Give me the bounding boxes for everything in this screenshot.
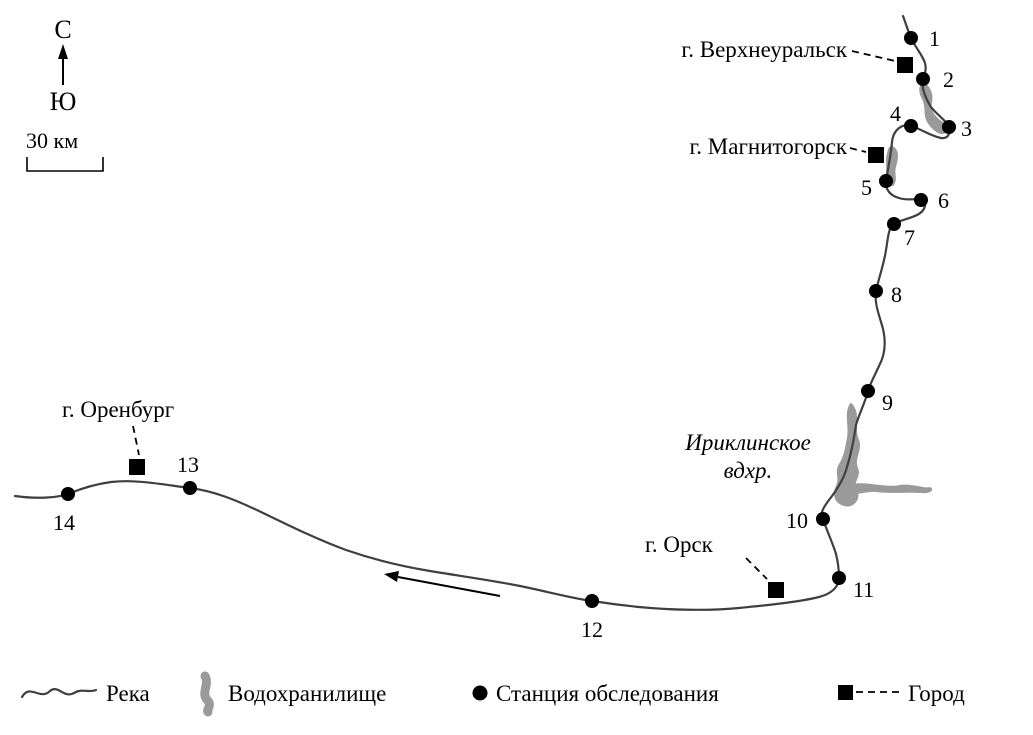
station-marker-14	[61, 487, 75, 501]
scale-bar-bracket	[26, 157, 104, 172]
station-marker-8	[869, 284, 883, 298]
station-label-3: 3	[961, 116, 972, 141]
flow-direction-arrow	[384, 571, 501, 597]
station-marker-13	[183, 481, 197, 495]
station-label-6: 6	[938, 188, 949, 213]
station-label-11: 11	[853, 577, 874, 602]
city-leader-magnitogorsk	[849, 147, 867, 153]
station-marker-7	[887, 217, 901, 231]
flow-arrow-head-icon	[384, 571, 399, 582]
stations: 1 2 3 4 5 6 7 8 9 10 11 12 13 14	[53, 26, 972, 642]
station-marker-9	[861, 384, 875, 398]
station-marker-4	[904, 119, 918, 133]
city-verkhneuralsk: г. Верхнеуральск	[681, 37, 913, 73]
station-marker-12	[585, 594, 599, 608]
station-label-10: 10	[786, 508, 808, 533]
station-label-14: 14	[53, 510, 75, 535]
scale-label: 30 км	[26, 128, 78, 153]
cities: г. Верхнеуральск г. Магнитогорск г. Орен…	[62, 37, 913, 598]
city-label-verkhneuralsk: г. Верхнеуральск	[681, 37, 847, 62]
legend-river-icon	[20, 688, 98, 699]
station-marker-1	[904, 31, 918, 45]
legend: Река Водохранилище Станция обследования …	[20, 671, 965, 717]
city-orenburg: г. Оренбург	[62, 397, 174, 475]
reservoir-name-line2: вдхр.	[724, 458, 773, 483]
compass-south-label: Ю	[50, 87, 77, 116]
station-marker-11	[832, 571, 846, 585]
city-marker-orsk	[768, 582, 784, 598]
reservoir-name-line1: Ириклинское	[684, 430, 811, 455]
reservoir-upper	[919, 82, 948, 135]
station-marker-2	[916, 72, 930, 86]
river	[13, 14, 951, 611]
flow-arrow-shaft	[397, 576, 501, 597]
legend-reservoir-icon	[200, 671, 214, 717]
station-label-4: 4	[890, 101, 901, 126]
river-path	[13, 14, 951, 611]
scale-bar: 30 км	[26, 128, 104, 172]
legend-station-label: Станция обследования	[496, 681, 719, 706]
city-label-orsk: г. Орск	[645, 532, 714, 557]
city-leader-orsk	[745, 557, 768, 580]
city-label-orenburg: г. Оренбург	[62, 397, 174, 422]
reservoir-name: Ириклинское вдхр.	[684, 430, 811, 483]
legend-river-label: Река	[106, 681, 150, 706]
legend-station-icon	[472, 685, 488, 701]
station-marker-10	[816, 512, 830, 526]
legend-reservoir-label: Водохранилище	[228, 681, 386, 706]
city-leader-orenburg	[132, 425, 140, 456]
city-marker-verkhneuralsk	[897, 57, 913, 73]
legend-city-label: Город	[908, 681, 965, 706]
station-label-9: 9	[882, 390, 893, 415]
station-marker-6	[914, 193, 928, 207]
city-magnitogorsk: г. Магнитогорск	[689, 134, 884, 163]
city-leader-verkhneuralsk	[851, 50, 896, 62]
city-marker-magnitogorsk	[868, 147, 884, 163]
compass-north-label: С	[54, 15, 71, 44]
compass: С Ю	[50, 15, 77, 116]
city-orsk: г. Орск	[645, 532, 784, 598]
compass-arrow-head-icon	[58, 44, 68, 59]
station-label-2: 2	[943, 67, 954, 92]
city-label-magnitogorsk: г. Магнитогорск	[689, 134, 847, 159]
station-label-1: 1	[929, 26, 940, 51]
station-label-7: 7	[904, 225, 915, 250]
station-label-12: 12	[581, 617, 603, 642]
legend-city-icon	[838, 685, 853, 700]
city-marker-orenburg	[129, 459, 145, 475]
reservoir-iriklinskoe-east-arm	[850, 483, 933, 494]
station-label-13: 13	[177, 452, 199, 477]
station-label-5: 5	[861, 175, 872, 200]
station-marker-3	[942, 120, 956, 134]
station-marker-5	[879, 174, 893, 188]
station-label-8: 8	[891, 282, 902, 307]
